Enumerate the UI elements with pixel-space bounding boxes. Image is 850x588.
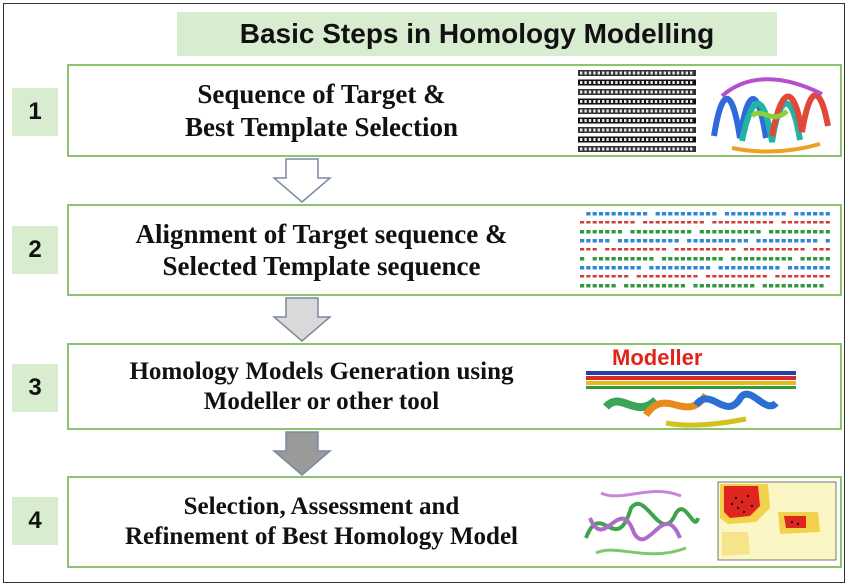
arrow-down-2 (272, 297, 332, 342)
modeller-image: Modeller (576, 345, 804, 428)
step-4-number: 4 (12, 497, 58, 545)
step-1-line-1: Sequence of Target & (197, 79, 446, 110)
alignment-image (576, 206, 840, 294)
outer-frame (3, 3, 845, 583)
step-2-number: 2 (12, 226, 58, 274)
sequence-image (576, 66, 698, 155)
arrow-down-1 (272, 158, 332, 203)
step-1-label: Sequence of Target &Best Template Select… (69, 66, 574, 155)
template-structure-image (702, 66, 838, 155)
diagram-title: Basic Steps in Homology Modelling (177, 12, 777, 56)
step-1-line-2: Best Template Selection (185, 111, 458, 142)
modeller-logo-text: Modeller (612, 345, 703, 370)
step-2-line-1: Alignment of Target sequence & (135, 218, 508, 249)
step-3-line-1: Homology Models Generation using (129, 357, 514, 385)
step-4-line-2: Refinement of Best Homology Model (125, 523, 518, 550)
step-1-number: 1 (12, 88, 58, 136)
arrow-down-3 (272, 431, 332, 476)
ramachandran-plot-image (708, 478, 840, 566)
step-2-box: Alignment of Target sequence &Selected T… (67, 204, 842, 296)
step-1-box: Sequence of Target &Best Template Select… (67, 64, 842, 157)
step-4-line-1: Selection, Assessment and (183, 493, 460, 520)
step-2-line-2: Selected Template sequence (162, 251, 481, 281)
step-2-label: Alignment of Target sequence &Selected T… (69, 206, 574, 294)
step-3-number: 3 (12, 364, 58, 412)
superposed-model-image (576, 478, 704, 566)
step-3-line-2: Modeller or other tool (203, 387, 440, 415)
